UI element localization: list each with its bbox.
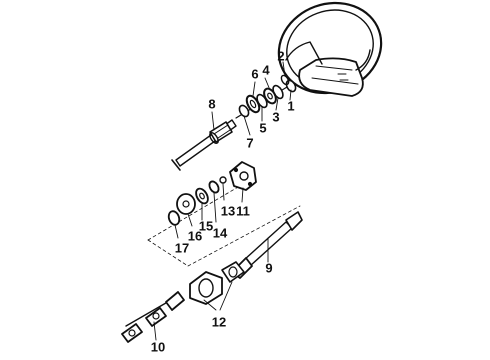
callout-4: 4 <box>262 62 270 78</box>
callout-16: 16 <box>187 228 203 244</box>
callout-7: 7 <box>246 135 254 151</box>
callout-5: 5 <box>259 120 267 136</box>
callout-6: 6 <box>251 66 259 82</box>
steering-wheel <box>277 1 383 97</box>
upper-shaft-hardware <box>235 74 297 119</box>
callout-2: 2 <box>277 48 285 64</box>
callout-17: 17 <box>174 240 190 256</box>
callout-9: 9 <box>265 260 273 276</box>
callout-12: 12 <box>211 314 227 330</box>
leader-lines <box>153 61 292 341</box>
callout-1: 1 <box>287 98 295 114</box>
lower-shaft-assembly <box>121 291 185 343</box>
callout-14: 14 <box>212 225 228 241</box>
upper-shaft <box>171 119 237 171</box>
callout-10: 10 <box>150 339 166 355</box>
callout-3: 3 <box>272 109 280 125</box>
callout-13: 13 <box>220 203 236 219</box>
column-seals <box>189 261 245 305</box>
callout-8: 8 <box>208 96 216 112</box>
small-parts <box>167 176 227 226</box>
middle-assembly-outline <box>147 179 301 267</box>
column-housing <box>229 161 257 191</box>
callout-11: 11 <box>236 203 250 219</box>
callout-15: 15 <box>198 218 214 234</box>
